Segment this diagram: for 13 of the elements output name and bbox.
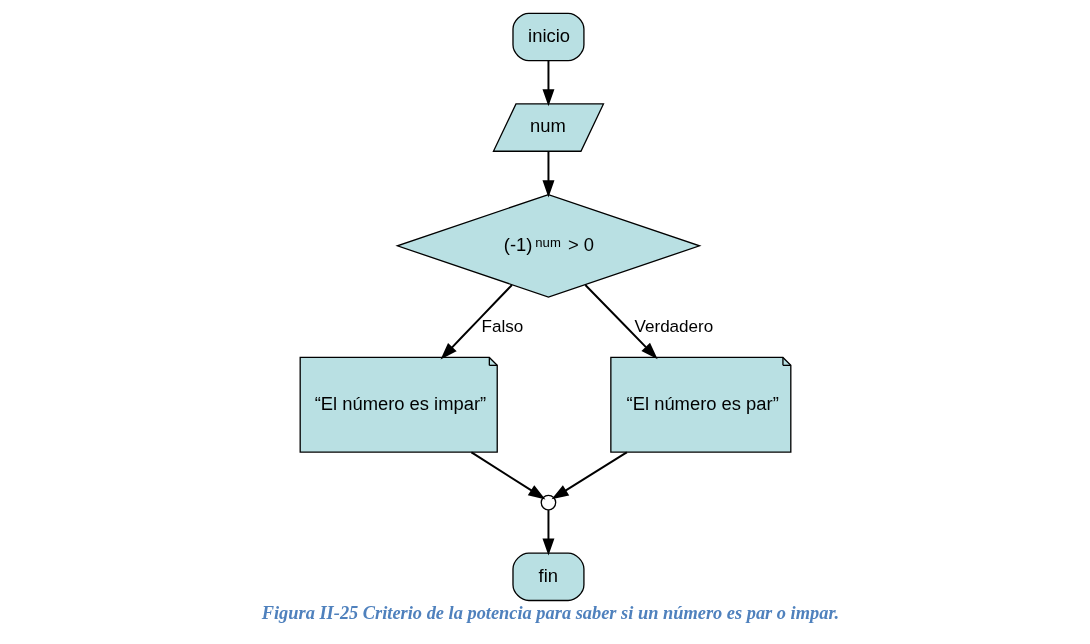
arrow	[583, 284, 658, 360]
node-box: fin	[511, 552, 585, 602]
arrow	[440, 284, 513, 360]
caption: Figura II-25 Criterio de la potencia para saber si un número es par o impar.	[261, 603, 839, 624]
edge-label: Verdadero	[634, 316, 713, 336]
arrow	[551, 451, 628, 500]
arrow	[541, 509, 554, 556]
arrow	[541, 59, 554, 107]
arrow	[541, 150, 554, 198]
node-box: inicio	[511, 12, 585, 62]
edge-label: Falso	[481, 316, 523, 336]
arrow	[469, 451, 545, 500]
node-circle	[540, 494, 556, 511]
